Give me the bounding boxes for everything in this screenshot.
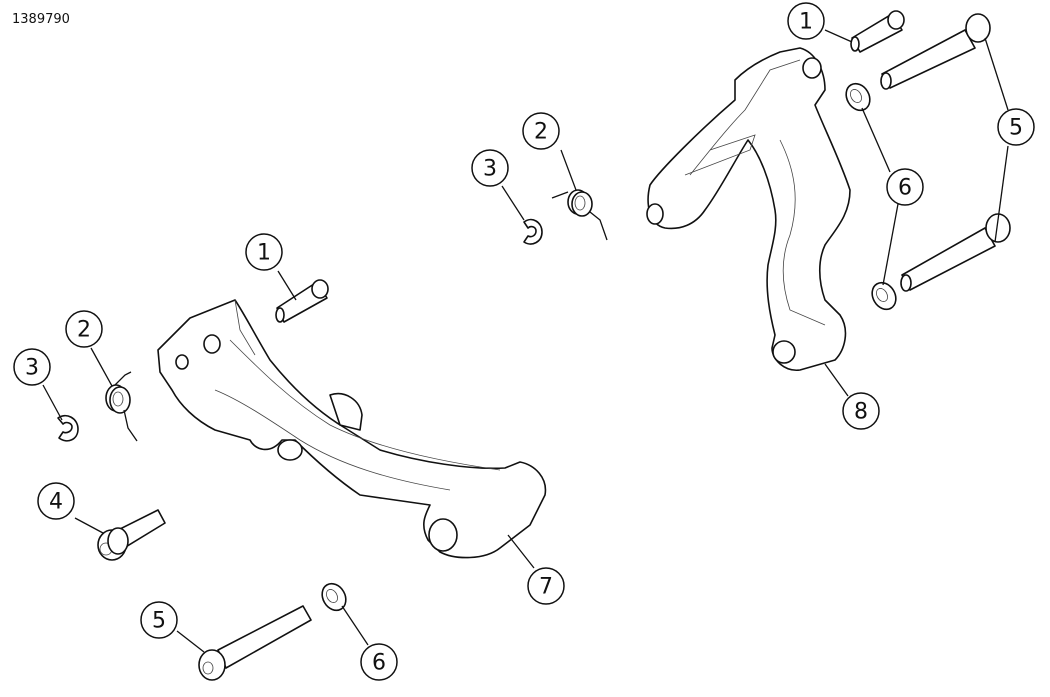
svg-text:5: 5 xyxy=(152,609,166,634)
callout-2-center: 2 xyxy=(522,112,560,150)
callout-3-center: 3 xyxy=(471,149,509,187)
callout-2-left: 2 xyxy=(65,310,103,348)
callout-7: 7 xyxy=(527,567,565,605)
drawing-number: 1389790 xyxy=(12,12,70,27)
svg-text:5: 5 xyxy=(1009,116,1023,141)
bolt-short xyxy=(97,509,166,561)
pin-right xyxy=(850,10,905,53)
torsion-spring-right xyxy=(551,189,608,241)
svg-text:2: 2 xyxy=(534,120,548,145)
callout-6-right: 6 xyxy=(886,168,924,206)
svg-text:4: 4 xyxy=(49,490,63,515)
svg-text:1: 1 xyxy=(257,241,271,266)
callout-1-top-right: 1 xyxy=(787,2,825,40)
washer-top-right xyxy=(845,82,871,112)
bolt-long-bottom-left xyxy=(198,605,312,681)
torsion-spring-left xyxy=(105,371,138,442)
bolt-long-bottom-right xyxy=(900,213,1011,292)
svg-text:1: 1 xyxy=(799,10,813,35)
caliper-bracket-left xyxy=(157,299,547,559)
callout-5-right: 5 xyxy=(997,108,1035,146)
svg-text:7: 7 xyxy=(539,575,553,600)
callout-1-left: 1 xyxy=(245,233,283,271)
callout-3-left: 3 xyxy=(13,348,51,386)
bolt-long-top-right xyxy=(880,13,991,90)
washer-bottom-right xyxy=(871,281,897,311)
e-clip-left xyxy=(57,414,79,442)
svg-text:6: 6 xyxy=(372,651,386,676)
pin-left xyxy=(275,279,329,323)
callout-5-left: 5 xyxy=(140,601,178,639)
caliper-bracket-right xyxy=(646,47,851,371)
callout-4: 4 xyxy=(37,482,75,520)
svg-text:3: 3 xyxy=(25,356,39,381)
callout-6-left: 6 xyxy=(360,643,398,681)
svg-text:2: 2 xyxy=(77,318,91,343)
svg-text:8: 8 xyxy=(854,400,868,425)
washer-bottom-left xyxy=(321,582,347,612)
svg-text:6: 6 xyxy=(898,176,912,201)
svg-text:3: 3 xyxy=(483,157,497,182)
callout-8: 8 xyxy=(842,392,880,430)
e-clip-right xyxy=(523,218,543,245)
leader-lines xyxy=(42,29,1009,653)
